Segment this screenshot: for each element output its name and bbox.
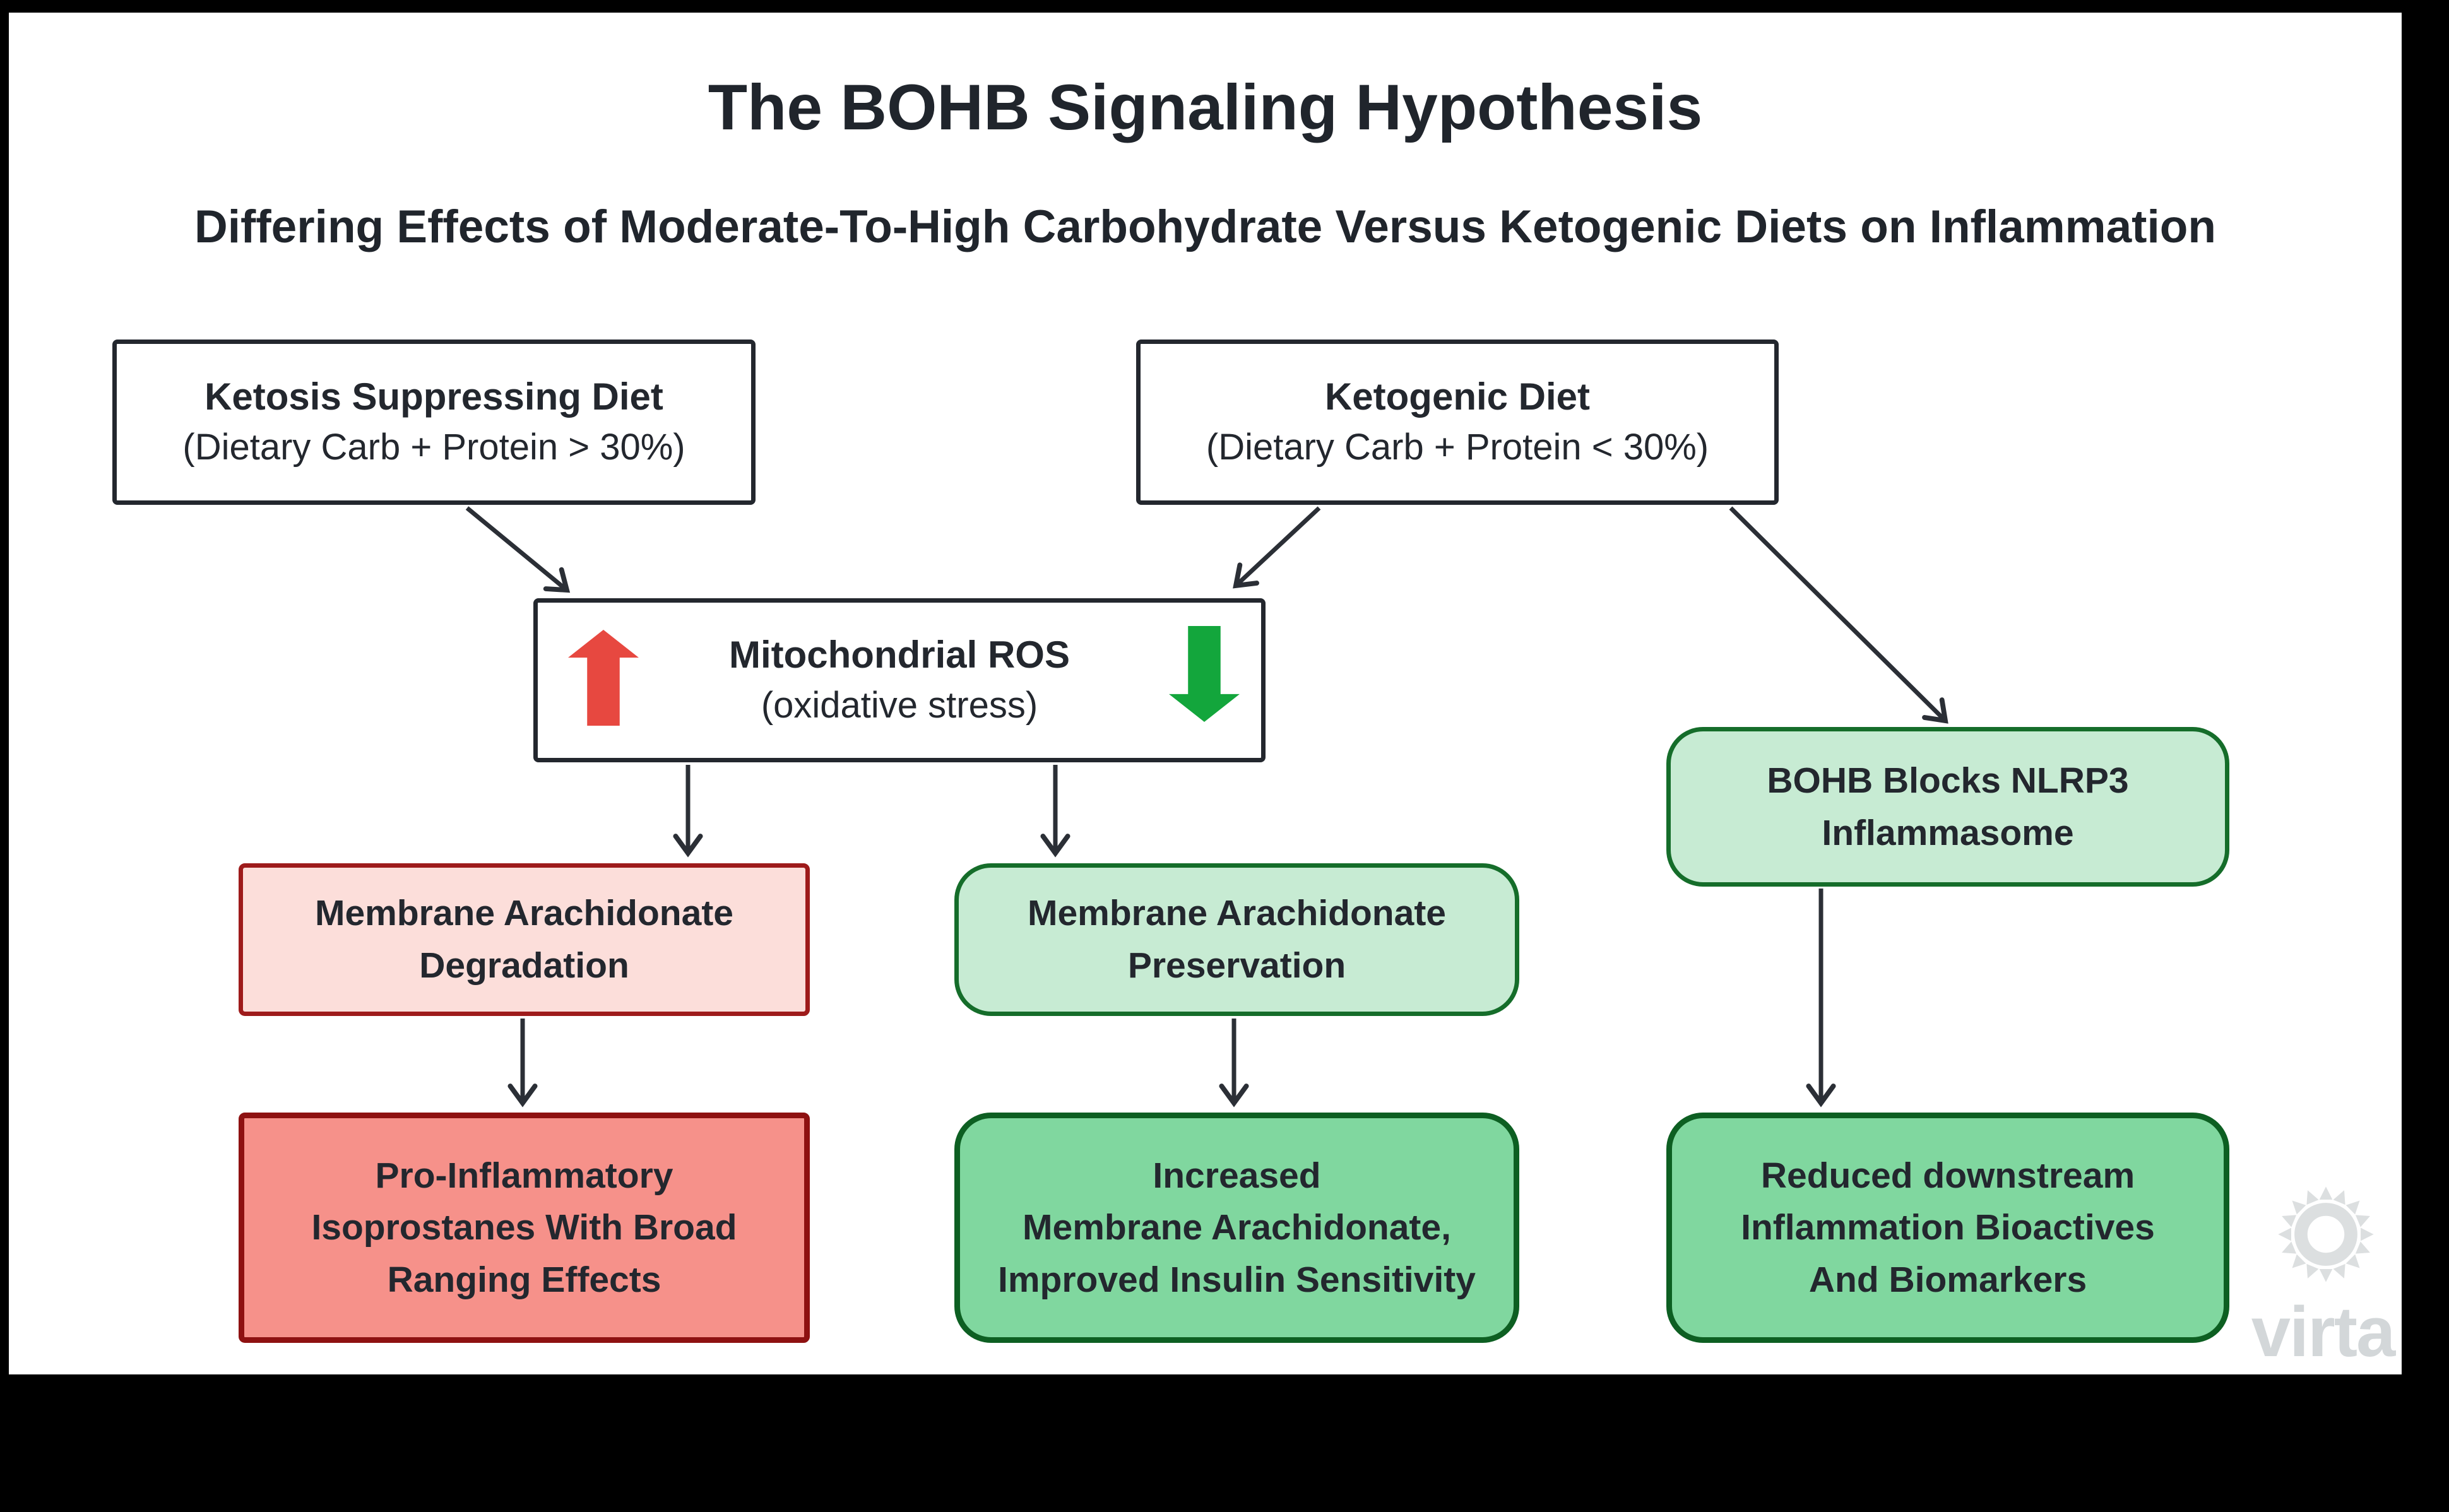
node-ketosis-suppressing-diet: Ketosis Suppressing Diet (Dietary Carb +…	[112, 340, 756, 505]
node-mitochondrial-ros: Mitochondrial ROS (oxidative stress)	[533, 598, 1266, 762]
node-line: Membrane Arachidonate	[314, 893, 734, 934]
node-line: Isoprostanes With Broad	[311, 1207, 737, 1248]
arrow-ketogenic-to-ros	[1233, 506, 1321, 589]
node-subtitle: (Dietary Carb + Protein > 30%)	[182, 426, 685, 468]
node-title: Ketosis Suppressing Diet	[205, 375, 663, 418]
page-title: The BOHB Signaling Hypothesis	[708, 71, 1703, 143]
node-subtitle: (Dietary Carb + Protein < 30%)	[1206, 426, 1709, 468]
node-subtitle: (oxidative stress)	[761, 684, 1038, 726]
node-line: And Biomarkers	[1808, 1259, 2087, 1300]
node-title: Ketogenic Diet	[1324, 375, 1591, 418]
node-line: Improved Insulin Sensitivity	[997, 1259, 1476, 1300]
virta-logo: virta	[2251, 1292, 2396, 1371]
node-line: Inflammasome	[1822, 812, 2074, 853]
connector-arrows	[465, 506, 1948, 1107]
node-membrane-arachidonate-degradation: Membrane Arachidonate Degradation	[239, 863, 810, 1016]
sun-icon	[2278, 1186, 2374, 1282]
diagram-canvas: The BOHB Signaling Hypothesis Differing …	[9, 13, 2402, 1374]
node-line: Ranging Effects	[387, 1259, 661, 1300]
node-title: Mitochondrial ROS	[729, 634, 1070, 676]
node-line: Degradation	[419, 945, 629, 986]
page-subtitle: Differing Effects of Moderate-To-High Ca…	[194, 201, 2216, 252]
node-line: Membrane Arachidonate	[1027, 893, 1447, 934]
node-reduced-downstream-inflammation: Reduced downstream Inflammation Bioactiv…	[1666, 1113, 2229, 1343]
arrow-ketogenic-to-bohb	[1729, 506, 1948, 724]
node-line: Membrane Arachidonate,	[1023, 1207, 1451, 1248]
node-bohb-blocks-nlrp3: BOHB Blocks NLRP3 Inflammasome	[1666, 727, 2229, 887]
node-ketogenic-diet: Ketogenic Diet (Dietary Carb + Protein <…	[1136, 340, 1779, 505]
node-line: BOHB Blocks NLRP3	[1767, 760, 2129, 801]
node-membrane-arachidonate-preservation: Membrane Arachidonate Preservation	[954, 863, 1519, 1016]
node-increased-membrane-arachidonate: Increased Membrane Arachidonate, Improve…	[954, 1113, 1519, 1343]
node-pro-inflammatory-isoprostanes: Pro-Inflammatory Isoprostanes With Broad…	[239, 1113, 810, 1343]
node-line: Increased	[1153, 1155, 1321, 1196]
arrow-ketosis-to-ros	[465, 506, 571, 593]
node-line: Reduced downstream	[1760, 1155, 2135, 1196]
node-line: Pro-Inflammatory	[375, 1155, 673, 1196]
node-line: Inflammation Bioactives	[1741, 1207, 2155, 1248]
node-line: Preservation	[1127, 945, 1346, 986]
